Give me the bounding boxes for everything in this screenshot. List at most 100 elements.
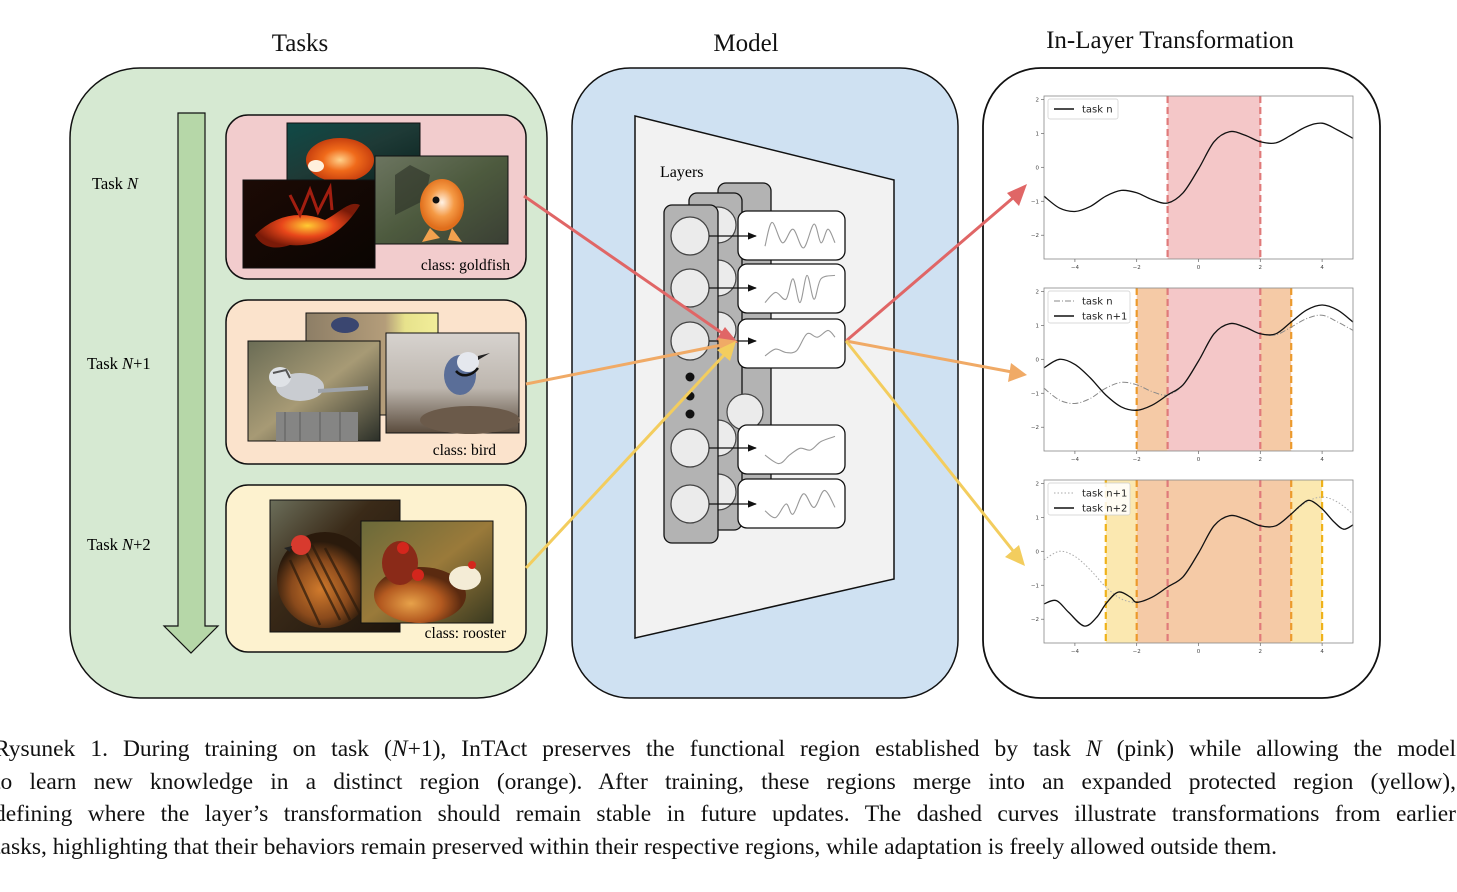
x-tick-label: 4 — [1320, 265, 1324, 271]
rooster-class-label: class: rooster — [425, 625, 507, 642]
series-task-n — [1043, 314, 1354, 405]
neurons — [670, 216, 710, 524]
x-tick-label: 4 — [1320, 457, 1324, 463]
region-orange — [1136, 288, 1168, 451]
activation-curve — [764, 221, 836, 249]
arrow-task-n2-in-head-icon — [717, 341, 736, 361]
arrow-task-n-out — [845, 195, 1015, 343]
neuron — [670, 484, 710, 524]
caption-line-4: tasks, highlighting that their behaviors… — [0, 833, 1278, 860]
ellipsis-dots-icon — [685, 372, 695, 419]
y-tick-label: 0 — [1036, 165, 1040, 171]
y-tick-label: 2 — [1036, 97, 1040, 103]
y-tick-label: −1 — [1031, 391, 1039, 397]
bird-class-label: class: bird — [433, 442, 497, 459]
arrow-task-n2-in — [524, 353, 726, 570]
arrow-task-n1-in — [525, 343, 723, 386]
x-tick-label: −2 — [1133, 457, 1141, 463]
activation-boxes — [709, 210, 846, 529]
neuron — [670, 428, 710, 468]
arrow-task-n1-out-head-icon — [1008, 363, 1027, 382]
transformation-plots: −4 −2 0 2 4 −2 −1 0 1 2 task n −4 −2 0 2 4 −2 −1 0 1 2 task n… — [1031, 95, 1354, 655]
arrow-task-n2-out-head-icon — [1005, 545, 1025, 566]
layers-label: Layers — [660, 164, 704, 181]
x-tick-label: −2 — [1133, 649, 1141, 655]
figure-canvas: Task N Task N+1 Task N+2 cl — [69, 67, 1381, 699]
y-tick-label: −1 — [1031, 583, 1039, 589]
bird-photo-2 — [385, 332, 520, 434]
task-label-n-plus-1: Task N+1 — [87, 354, 151, 373]
x-tick-label: 0 — [1197, 265, 1201, 271]
legend-label: task n+2 — [1082, 504, 1127, 515]
bird-photo-3 — [247, 340, 381, 442]
activation-curve — [764, 329, 836, 357]
arrow-task-n-in — [523, 194, 723, 335]
goldfish-photo-3 — [374, 155, 509, 245]
task-card-rooster: class: rooster — [225, 484, 527, 653]
legend-label: task n — [1082, 297, 1113, 308]
y-tick-label: 1 — [1036, 131, 1040, 137]
tasks-panel: Task N Task N+1 Task N+2 cl — [69, 67, 548, 699]
series-task-nplus1 — [1043, 304, 1354, 411]
arrow-task-n2-out — [844, 340, 1016, 553]
model-title: Model — [713, 30, 779, 57]
task-label-n: Task N — [92, 174, 139, 193]
task-arrows — [523, 184, 1027, 570]
y-tick-label: −2 — [1031, 425, 1039, 431]
x-tick-label: 0 — [1197, 457, 1201, 463]
arrow-task-n1-out — [845, 339, 1013, 374]
activation-box — [737, 318, 846, 369]
transformation-plot-1: −4 −2 0 2 4 −2 −1 0 1 2 task n — [1031, 95, 1354, 271]
series-task-n — [1043, 122, 1354, 213]
transformation-panel: −4 −2 0 2 4 −2 −1 0 1 2 task n −4 −2 0 2 4 −2 −1 0 1 2 task n… — [982, 67, 1381, 699]
activation-box — [737, 424, 846, 475]
plot-legend: task n+1 task n+2 — [1047, 482, 1131, 516]
x-tick-label: −4 — [1071, 457, 1080, 463]
y-tick-label: 1 — [1036, 323, 1040, 329]
activation-curve — [764, 489, 836, 519]
x-tick-label: 2 — [1259, 457, 1263, 463]
region-orange — [1260, 288, 1292, 451]
y-tick-label: 0 — [1036, 357, 1040, 363]
series-task-nplus2 — [1043, 499, 1354, 627]
neuron — [670, 216, 710, 256]
region-pink — [1167, 288, 1261, 451]
goldfish-class-label: class: goldfish — [421, 257, 510, 274]
tasks-title: Tasks — [271, 30, 329, 57]
caption-line-3: defining where the layer’s transformatio… — [0, 801, 1456, 827]
task-card-bird: class: bird — [225, 299, 527, 465]
y-tick-label: 2 — [1036, 481, 1040, 487]
y-tick-label: −2 — [1031, 233, 1039, 239]
x-tick-label: −2 — [1133, 265, 1141, 271]
caption-line-1: Rysunek 1. During training on task (N+1)… — [0, 736, 1456, 762]
goldfish-photo-2 — [242, 179, 376, 269]
legend-label: task n+1 — [1082, 312, 1127, 323]
y-tick-label: 0 — [1036, 549, 1040, 555]
rooster-photo-2 — [360, 520, 494, 624]
activation-curve — [764, 274, 836, 304]
plot-legend: task n task n+1 — [1047, 290, 1131, 324]
task-label-n-plus-2: Task N+2 — [87, 535, 151, 554]
x-tick-label: 2 — [1259, 265, 1263, 271]
model-panel: Layers — [571, 67, 959, 699]
x-tick-label: −4 — [1071, 265, 1080, 271]
x-tick-label: −4 — [1071, 649, 1080, 655]
x-tick-label: 4 — [1320, 649, 1324, 655]
x-tick-label: 0 — [1197, 649, 1201, 655]
legend-label: task n+1 — [1082, 489, 1127, 500]
y-tick-label: −1 — [1031, 199, 1039, 205]
x-tick-label: 2 — [1259, 649, 1263, 655]
legend-label: task n — [1082, 105, 1113, 116]
transformation-title: In-Layer Transformation — [1046, 27, 1294, 54]
region-pink — [1167, 96, 1261, 259]
arrow-task-n-out-head-icon — [1007, 184, 1027, 206]
region-orange — [1136, 480, 1292, 643]
figure-caption: Rysunek 1. During training on task (N+1)… — [0, 733, 1456, 863]
timeline-arrow-icon — [162, 112, 220, 654]
y-tick-label: 1 — [1036, 515, 1040, 521]
plot-legend: task n — [1047, 98, 1119, 120]
goldfish-photo-1 — [286, 122, 421, 182]
activation-curve — [764, 435, 836, 465]
